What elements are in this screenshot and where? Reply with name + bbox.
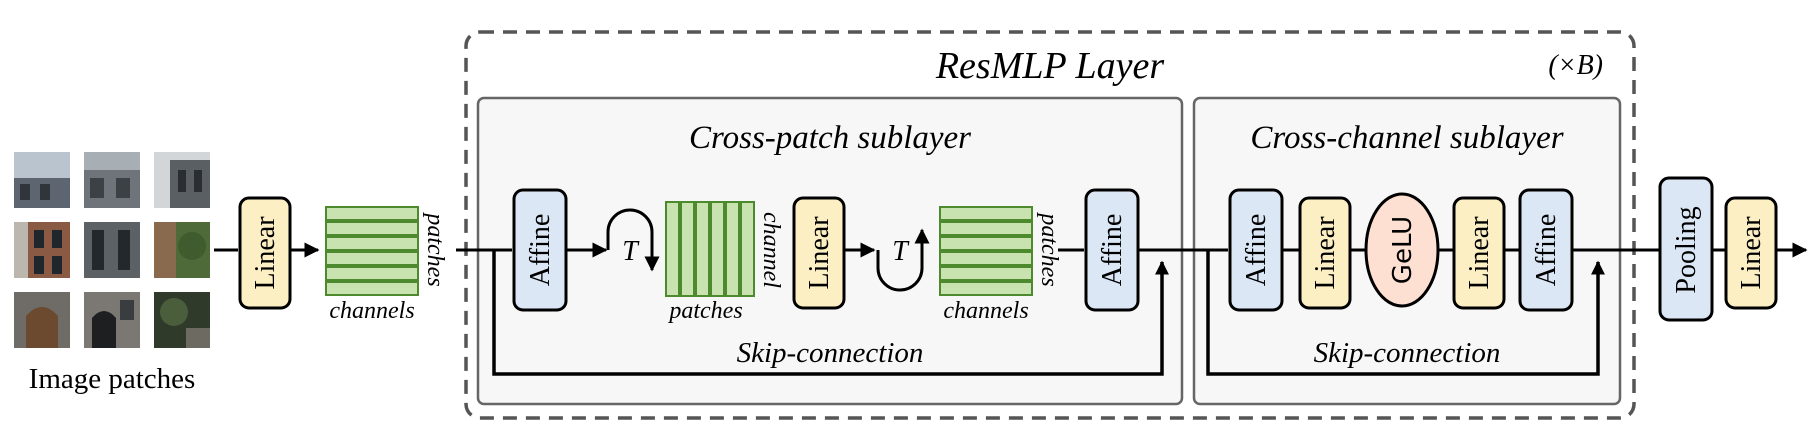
cross-channel-affine-in-label: Affine [1241, 214, 1272, 287]
cross-channel-title: Cross-channel sublayer [1250, 120, 1563, 156]
image-patch [84, 222, 140, 278]
image-patches-caption: Image patches [29, 363, 196, 395]
cross-patch-skip-arrow [492, 250, 1169, 376]
input-linear-label: Linear [250, 216, 281, 290]
cross-patch-affine-in-block: Affine [512, 188, 568, 312]
cross-channel-skip-label: Skip-connection [1314, 337, 1501, 369]
cross-patch-affine-out-block: Affine [1084, 188, 1140, 312]
transposed-matrix-label-bottom: patches [667, 298, 742, 324]
image-patch [154, 292, 210, 348]
input-linear-block: Linear [238, 196, 292, 310]
output-linear-block: Linear [1724, 196, 1778, 310]
output-matrix-label-bottom: channels [943, 298, 1028, 324]
image-patch [154, 152, 210, 208]
output-matrix-label-right: patches [1036, 211, 1062, 286]
resmlp-layer-frame [464, 30, 1636, 420]
image-patches-grid [14, 152, 210, 348]
cross-channel-skip-arrow [1206, 250, 1605, 376]
input-embedding-matrix [325, 206, 419, 296]
input-matrix-label-right: patches [422, 211, 448, 286]
cross-patch-affine-in-label: Affine [525, 214, 556, 287]
transposed-matrix [665, 201, 755, 297]
repeat-count: (×B) [1548, 50, 1603, 81]
image-patch [84, 152, 140, 208]
resmlp-layer-title: ResMLP Layer [935, 45, 1165, 87]
pooling-label: Pooling [1671, 206, 1702, 293]
pooling-block: Pooling [1658, 176, 1714, 322]
cross-patch-linear-label: Linear [804, 216, 835, 290]
cross-channel-linear2-block: Linear [1452, 196, 1506, 310]
cross-patch-linear-block: Linear [792, 196, 846, 310]
gelu-activation-block: GeLU [1364, 192, 1440, 308]
output-linear-label: Linear [1736, 216, 1767, 290]
cross-channel-linear1-block: Linear [1298, 196, 1352, 310]
image-patch [154, 222, 210, 278]
image-patch [14, 292, 70, 348]
transposed-matrix-label-right: channel [758, 212, 784, 288]
input-matrix-label-bottom: channels [329, 298, 414, 324]
cross-patch-affine-out-label: Affine [1097, 214, 1128, 287]
image-patch [84, 292, 140, 348]
cross-channel-affine-out-block: Affine [1518, 188, 1574, 312]
image-patch [14, 222, 70, 278]
cross-channel-linear1-label: Linear [1310, 216, 1341, 290]
image-patch [14, 152, 70, 208]
transpose-out-label: T [892, 236, 910, 267]
cross-channel-affine-out-label: Affine [1531, 214, 1562, 287]
transpose-in-label: T [622, 236, 640, 267]
transpose-in-icon [606, 208, 660, 272]
cross-channel-affine-in-block: Affine [1228, 188, 1284, 312]
transpose-out-icon [876, 228, 930, 292]
cross-patch-skip-label: Skip-connection [737, 337, 924, 369]
cross-channel-linear2-label: Linear [1464, 216, 1495, 290]
cross-patch-output-matrix [939, 206, 1033, 296]
gelu-label: GeLU [1388, 216, 1418, 284]
cross-patch-title: Cross-patch sublayer [689, 120, 971, 156]
